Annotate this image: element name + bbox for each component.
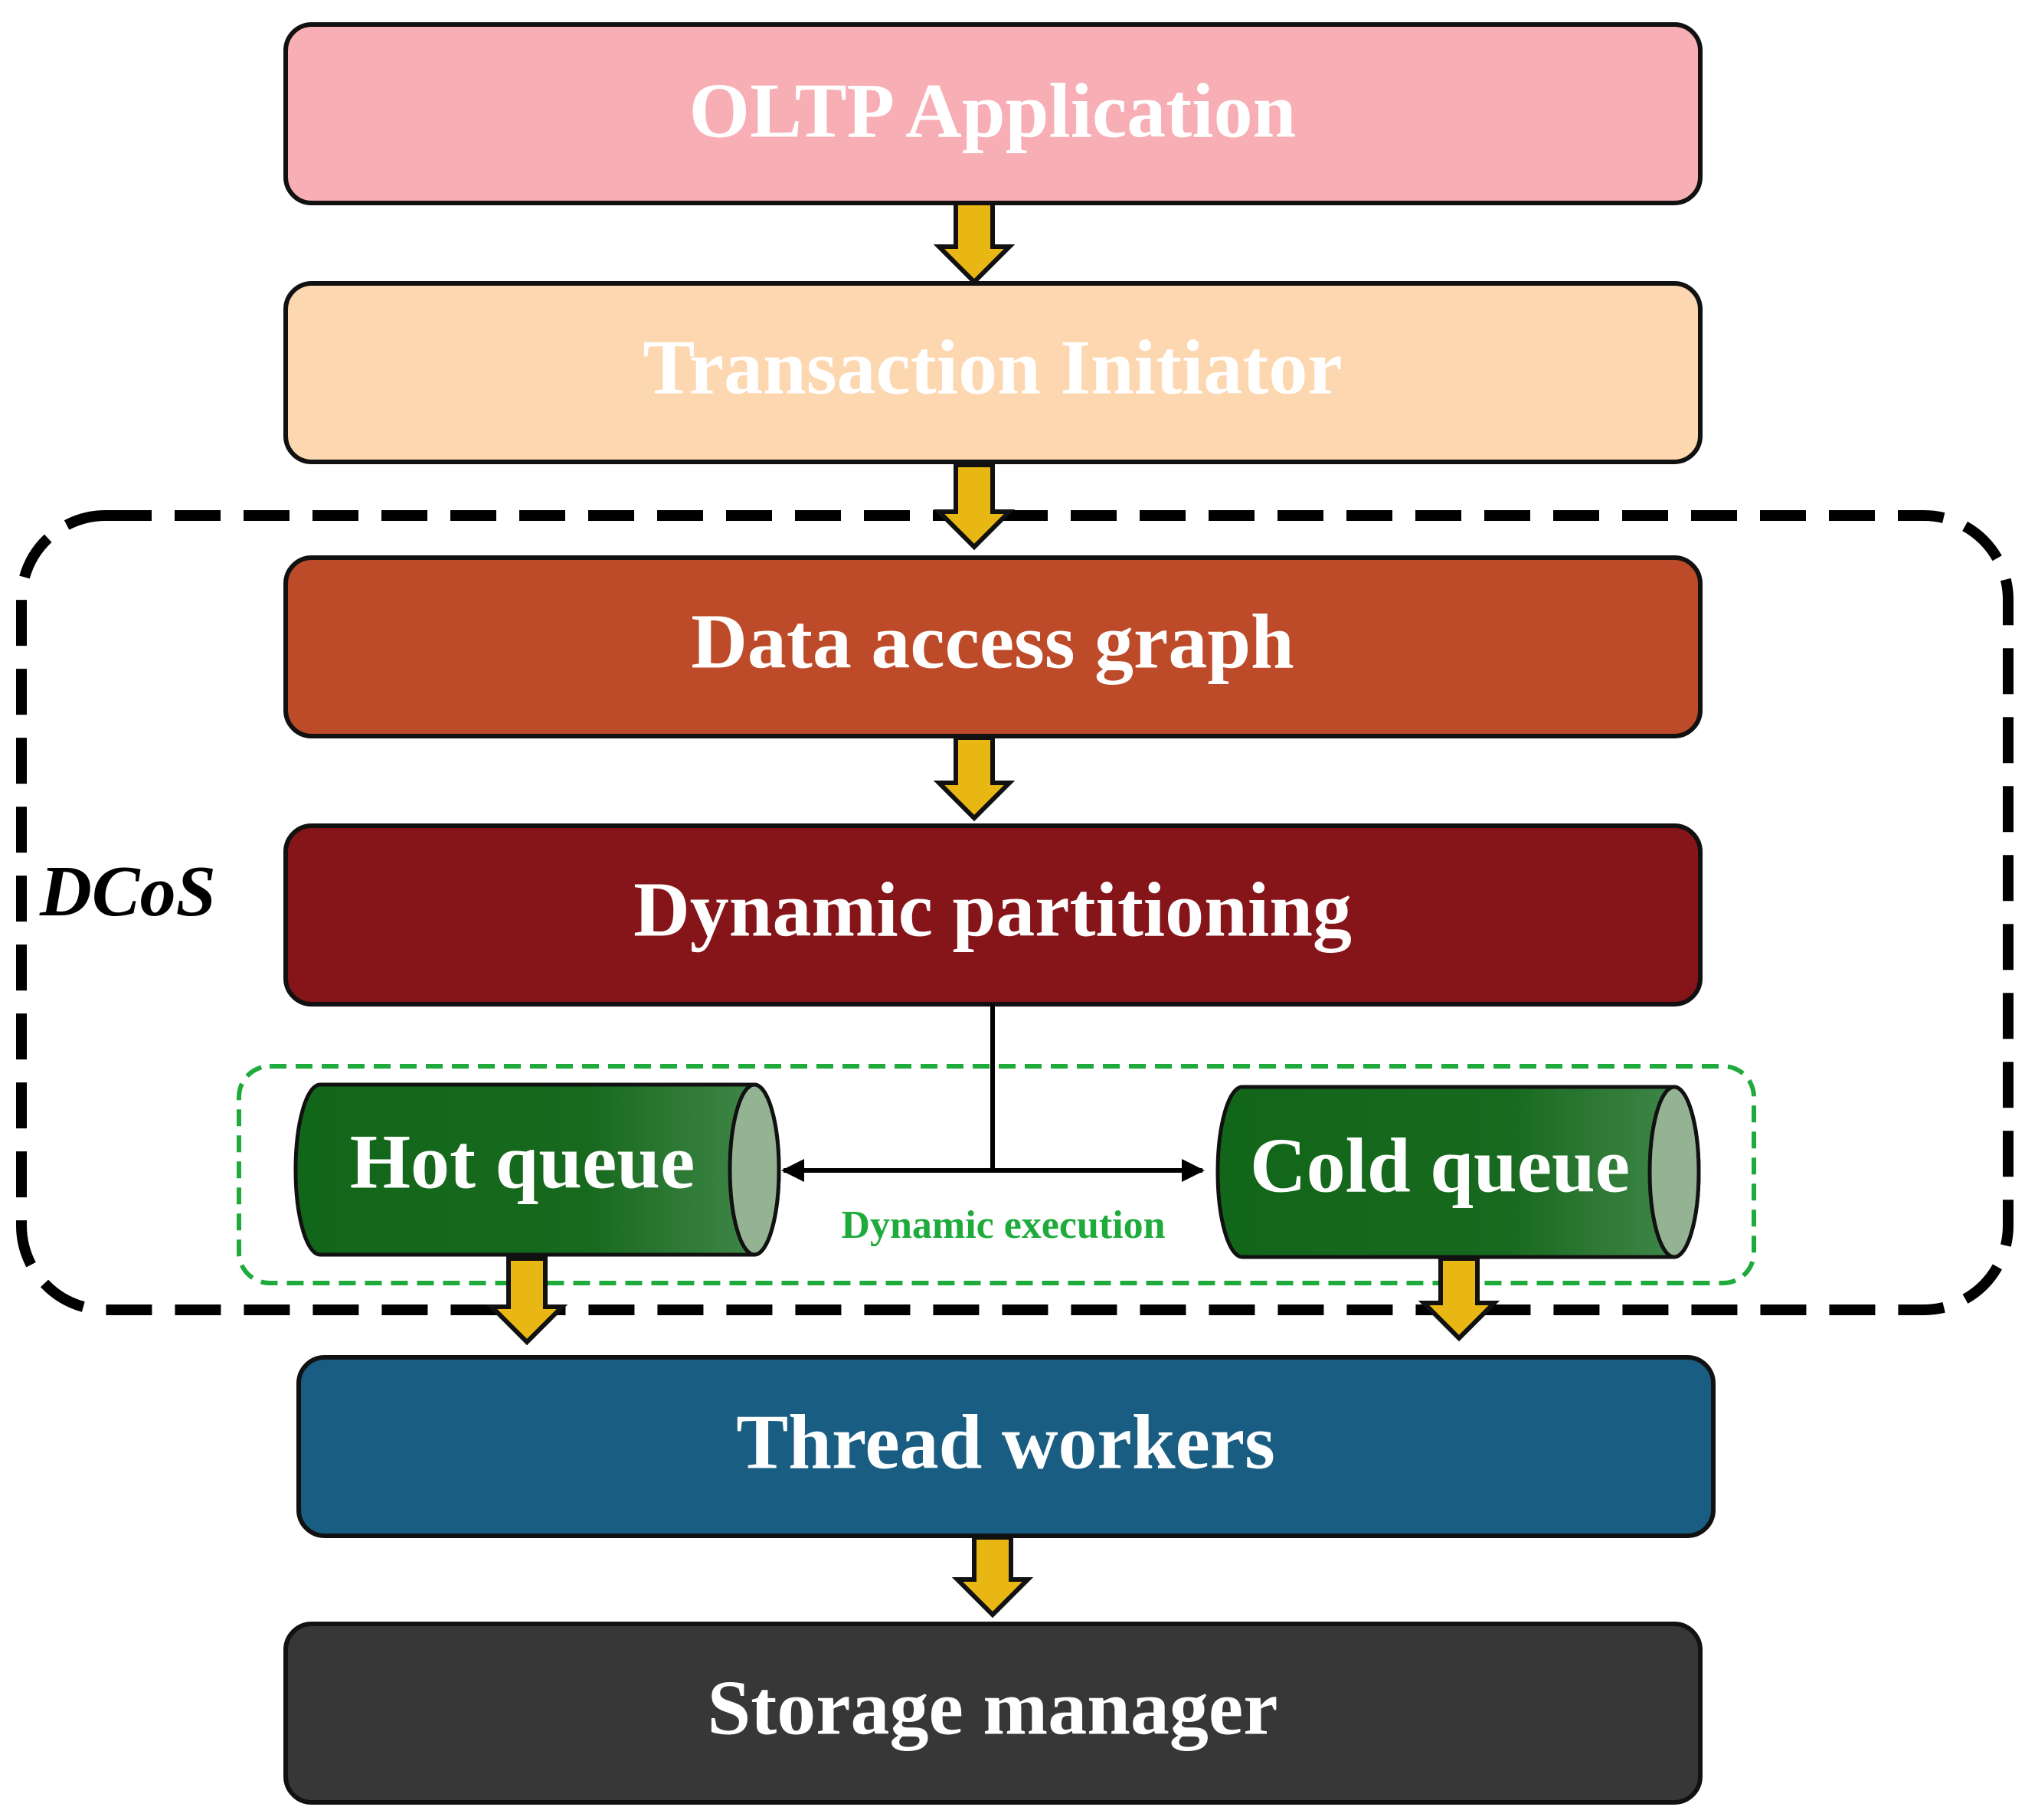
flow-arrow-graph-to-partitioning <box>933 735 1016 822</box>
cold-queue-cap <box>1647 1085 1701 1259</box>
dynamic-execution-label: Dynamic execution <box>841 1203 1165 1247</box>
thread-workers-box: Thread workers <box>296 1355 1716 1538</box>
cold-queue-label: Cold queue <box>1250 1122 1630 1209</box>
transaction-initiator-box: Transaction Initiator <box>283 281 1703 464</box>
hot-queue-label: Hot queue <box>350 1118 695 1205</box>
data-access-graph-label: Data access graph <box>691 598 1294 685</box>
oltp-application-box: OLTP Application <box>283 22 1703 205</box>
dcos-group-label: DCoS <box>39 852 216 931</box>
cold-queue-cylinder: Cold queue <box>1215 1085 1701 1259</box>
storage-manager-box: Storage manager <box>283 1622 1703 1805</box>
data-access-graph-box: Data access graph <box>283 555 1703 738</box>
transaction-initiator-label: Transaction Initiator <box>643 324 1342 411</box>
flow-arrow-hot-queue-to-workers <box>486 1256 568 1346</box>
dcos-group-border <box>16 510 2014 1315</box>
flow-arrow-cold-queue-to-workers <box>1418 1256 1500 1342</box>
hot-queue-cylinder: Hot queue <box>293 1082 781 1257</box>
dynamic-partitioning-label: Dynamic partitioning <box>633 866 1352 953</box>
flow-arrows <box>486 201 1500 1619</box>
flow-arrow-oltp-to-initiator <box>933 201 1016 286</box>
thread-workers-label: Thread workers <box>736 1399 1275 1485</box>
dynamic-partitioning-box: Dynamic partitioning <box>283 823 1703 1007</box>
dynamic-execution-border <box>237 1064 1756 1285</box>
flow-arrow-initiator-to-graph <box>933 463 1016 551</box>
hot-queue-cap <box>728 1082 781 1257</box>
storage-manager-label: Storage manager <box>708 1665 1278 1751</box>
flow-arrow-workers-to-storage <box>951 1535 1034 1619</box>
oltp-application-label: OLTP Application <box>689 67 1297 154</box>
partition-split-connector <box>781 1004 1205 1182</box>
storage-manager-rect <box>283 1622 1703 1805</box>
transaction-initiator-rect <box>283 281 1703 464</box>
